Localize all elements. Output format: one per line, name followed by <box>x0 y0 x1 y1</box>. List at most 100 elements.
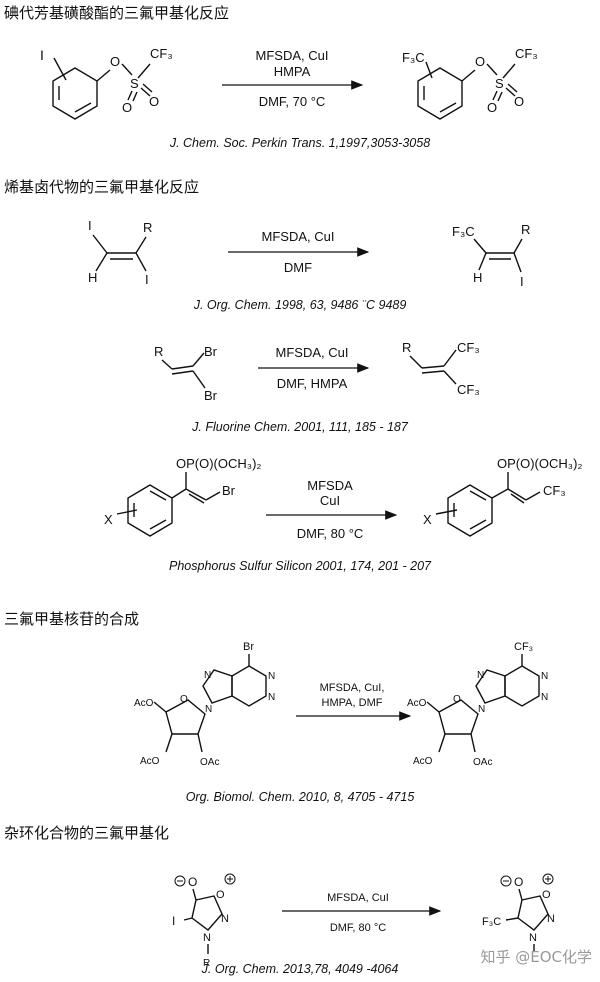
prod-cf3: F₃C <box>402 50 425 65</box>
scheme-vinyl-iodide: I R H I MFSDA, CuI DMF F₃C R H I <box>88 218 530 289</box>
pyrimidine-ring <box>231 665 267 707</box>
conditions-dmf-hmpa: DMF, HMPA <box>277 376 348 391</box>
scheme-sydnone: O O N N I R MFSDA, CuI DMF, 80 °C O O N … <box>172 873 555 969</box>
atom-oxygen: O <box>180 694 188 705</box>
reagent-cui: CuI <box>320 493 340 508</box>
phosphate-group: OP(O)(OCH₃)₂ <box>497 456 582 471</box>
atom-oxygen: O <box>188 875 197 889</box>
acetoxy: AcO <box>407 698 427 709</box>
conditions-dmf: DMF <box>284 260 312 275</box>
atom-oxygen: O <box>514 94 524 109</box>
reference-1998: J. Org. Chem. 1998, 63, 9486 ¨C 9489 <box>193 298 407 312</box>
reagent-mfsda-cui: MFSDA, CuI <box>256 48 329 63</box>
atom-oxygen: O <box>514 875 523 889</box>
imidazole-ring <box>202 669 233 704</box>
reference-2013: J. Org. Chem. 2013,78, 4049 -4064 <box>201 962 399 976</box>
atom-n: N <box>541 671 548 682</box>
prod-cf3: F₃C <box>452 224 475 239</box>
atom-r: R <box>143 220 152 235</box>
atom-n: N <box>268 692 275 703</box>
section-title-aryl-sulfonate: 碘代芳基磺酸酯的三氟甲基化反应 <box>4 4 230 22</box>
atom-iodine: I <box>145 272 149 287</box>
acetoxy: OAc <box>473 757 492 768</box>
reagent-mfsda-cui: MFSDA, CuI <box>262 229 335 244</box>
reference-1997: J. Chem. Soc. Perkin Trans. 1,1997,3053-… <box>169 136 431 150</box>
atom-oxygen: O <box>216 889 225 901</box>
triflate-cf3-product: CF₃ <box>515 46 538 61</box>
acetoxy: OAc <box>200 757 219 768</box>
atom-iodine: I <box>520 274 524 289</box>
atom-bromine: Br <box>204 344 218 359</box>
atom-h: H <box>88 270 97 285</box>
conditions-dmf-80c: DMF, 80 °C <box>297 526 364 541</box>
prod-cf3: CF₃ <box>514 641 533 653</box>
atom-bromine: Br <box>243 641 254 653</box>
scheme-gem-dibromide: R Br Br MFSDA, CuI DMF, HMPA R CF₃ CF₃ <box>154 340 480 403</box>
pyrimidine-ring <box>504 665 540 707</box>
acetoxy: AcO <box>134 698 154 709</box>
scheme-aryl-triflate: I O S CF₃ O O MFSDA, CuI HMPA DMF, 70 °C… <box>40 46 538 120</box>
atom-x: X <box>104 512 113 527</box>
acetoxy: AcO <box>140 756 160 767</box>
atom-n: N <box>268 671 275 682</box>
prod-cf3: CF₃ <box>543 483 566 498</box>
atom-r: R <box>521 222 530 237</box>
section-title-nucleoside: 三氟甲基核苷的合成 <box>4 610 140 628</box>
atom-oxygen: O <box>149 94 159 109</box>
prod-cf3: F₃C <box>482 916 501 928</box>
atom-oxygen: O <box>453 694 461 705</box>
reference-2010: Org. Biomol. Chem. 2010, 8, 4705 - 4715 <box>185 790 415 804</box>
phosphate-group: OP(O)(OCH₃)₂ <box>176 456 261 471</box>
reference-2001-fluorine: J. Fluorine Chem. 2001, 111, 185 - 187 <box>192 420 408 434</box>
atom-r: R <box>402 340 411 355</box>
section-title-alkenyl-halide: 烯基卤代物的三氟甲基化反应 <box>4 178 200 196</box>
atom-iodine-sm: I <box>40 47 44 63</box>
atom-oxygen: O <box>475 54 485 69</box>
triflate-cf3-sm: CF₃ <box>150 46 173 61</box>
watermark: 知乎 @EOC化学 <box>480 948 592 966</box>
reagent-hmpa: HMPA <box>274 64 311 79</box>
atom-sulfur: S <box>130 76 139 91</box>
atom-n: N <box>203 932 211 944</box>
conditions-dmf-70c: DMF, 70 °C <box>259 94 326 109</box>
atom-n: N <box>221 913 229 925</box>
atom-oxygen: O <box>110 54 120 69</box>
atom-r: R <box>154 344 163 359</box>
atom-bromine: Br <box>222 483 236 498</box>
atom-x: X <box>423 512 432 527</box>
reference-2001-psi: Phosphorus Sulfur Silicon 2001, 174, 201… <box>169 559 431 573</box>
atom-n: N <box>478 704 485 715</box>
atom-iodine: I <box>88 218 92 233</box>
atom-iodine: I <box>172 914 175 928</box>
prod-cf3: CF₃ <box>457 340 480 355</box>
sydnone-ring <box>191 895 223 931</box>
reagent-mfsda-cui: MFSDA, CuI <box>276 345 349 360</box>
acetoxy: AcO <box>413 756 433 767</box>
scheme-enol-phosphate: OP(O)(OCH₃)₂ X Br MFSDA CuI DMF, 80 °C O… <box>104 456 582 541</box>
atom-n: N <box>477 670 484 681</box>
ribose-ring <box>438 699 479 735</box>
section-title-heterocycle: 杂环化合物的三氟甲基化 <box>4 824 170 842</box>
atom-bromine: Br <box>204 388 218 403</box>
sydnone-ring <box>517 895 549 931</box>
atom-oxygen: O <box>487 100 497 115</box>
reagent-mfsda: MFSDA <box>307 478 353 493</box>
conditions-dmf-80c: DMF, 80 °C <box>330 922 386 934</box>
scheme-nucleoside: Br N N N N O AcO AcO OAc MFSDA, CuI, HMP… <box>134 641 548 768</box>
atom-oxygen: O <box>122 100 132 115</box>
atom-h: H <box>473 270 482 285</box>
atom-oxygen: O <box>542 889 551 901</box>
atom-r: R <box>203 958 210 969</box>
prod-cf3: CF₃ <box>457 382 480 397</box>
imidazole-ring <box>475 669 506 704</box>
atom-n: N <box>204 670 211 681</box>
ribose-ring <box>165 699 206 735</box>
atom-n: N <box>541 692 548 703</box>
atom-n: N <box>205 704 212 715</box>
atom-n: N <box>529 932 537 944</box>
reagent-mfsda-cui: MFSDA, CuI <box>327 892 389 904</box>
reagent-mfsda-cui: MFSDA, CuI, <box>320 682 385 694</box>
atom-n: N <box>547 913 555 925</box>
atom-sulfur: S <box>495 76 504 91</box>
